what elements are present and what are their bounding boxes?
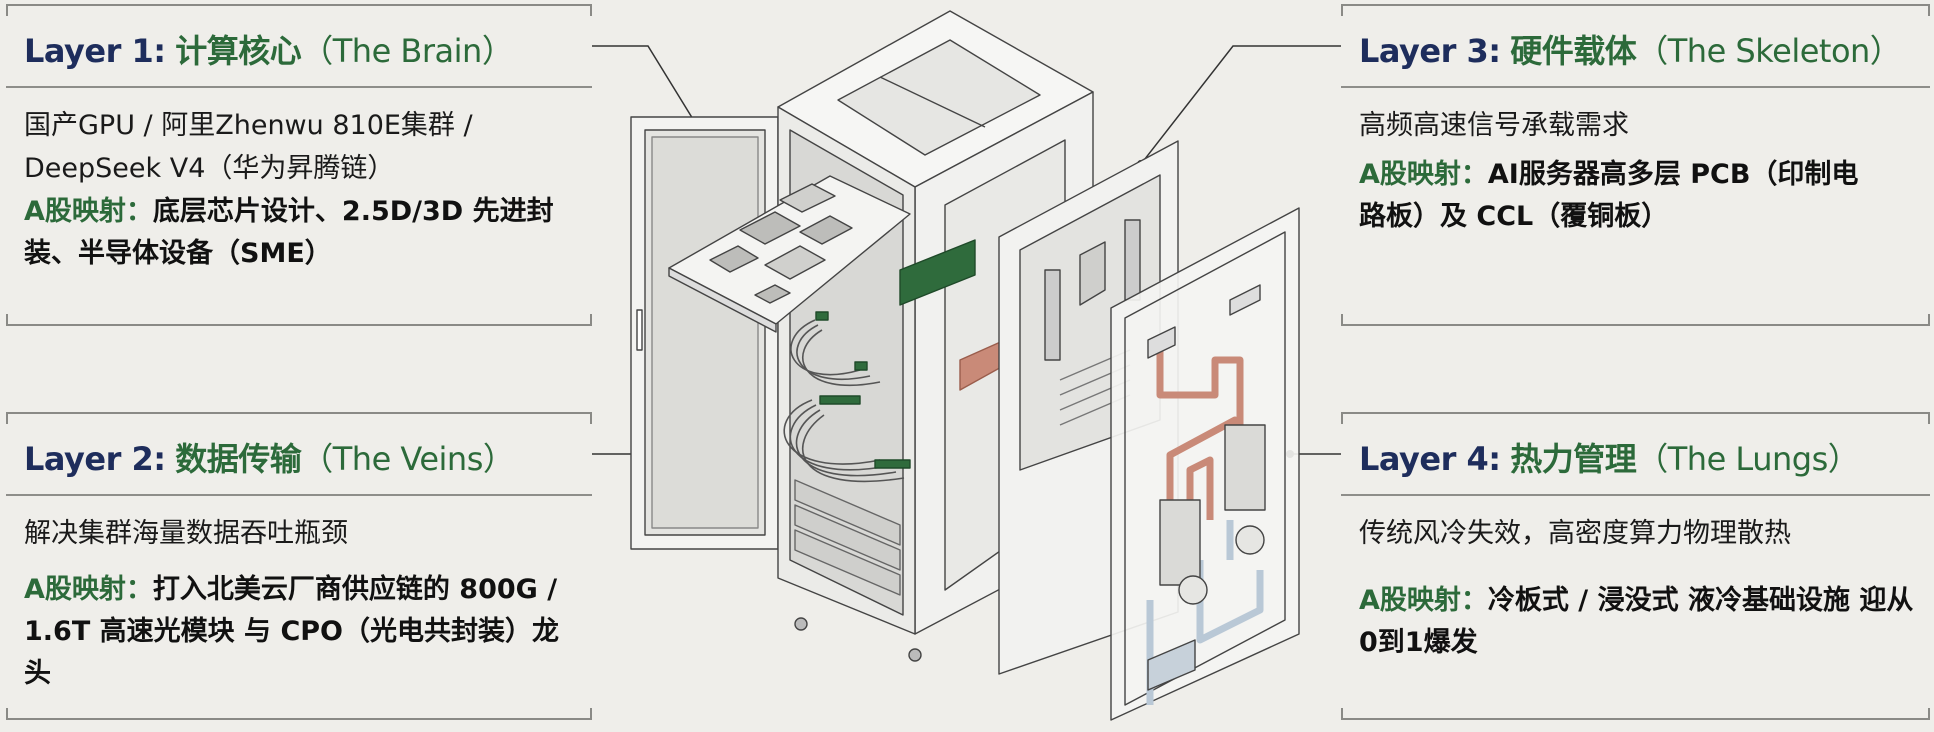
divider (6, 86, 592, 88)
mapping-label: A股映射： (24, 196, 153, 227)
panel-border-top (1341, 4, 1930, 16)
panel-border-bottom (6, 708, 592, 720)
layer-title: Layer 1: 计算核心（The Brain） (24, 26, 514, 72)
layer-title: Layer 4: 热力管理（The Lungs） (1359, 434, 1860, 480)
panel-border-bottom (1341, 314, 1930, 326)
leader-line-layer3 (1140, 45, 1341, 165)
layer-description: 传统风冷失效，高密度算力物理散热 (1359, 518, 1791, 549)
layer-name-cn: 数据传输 (175, 440, 302, 478)
layer-1-panel: Layer 1: 计算核心（The Brain） 国产GPU / 阿里Zhenw… (6, 4, 592, 326)
layer-description: 解决集群海量数据吞吐瓶颈 (24, 518, 348, 549)
mapping-text: 底层芯片设计、2.5D/3D 先进封装、半导体设备（SME） (24, 196, 554, 269)
layer-name-en: （The Veins） (301, 440, 515, 478)
panel-border-top (1341, 412, 1930, 424)
layer-name-en: （The Lungs） (1636, 440, 1860, 478)
panel-border-top (6, 4, 592, 16)
divider (1341, 494, 1930, 496)
layer-number: Layer 3: (1359, 32, 1501, 70)
layer-name-cn: 热力管理 (1510, 440, 1637, 478)
mapping-label: A股映射： (1359, 585, 1488, 616)
layer-name-cn: 计算核心 (175, 32, 302, 70)
mapping-text: AI服务器高多层 PCB（印制电路板）及 CCL（覆铜板） (1359, 159, 1859, 232)
mapping-label: A股映射： (24, 574, 153, 605)
optical-cables (783, 319, 905, 483)
panel-border-top (6, 412, 592, 424)
liquid-cooling-frame (1110, 207, 1300, 721)
layer-name-cn: 硬件载体 (1510, 32, 1637, 70)
gpu-board (668, 175, 911, 333)
layer-number: Layer 1: (24, 32, 166, 70)
cabinet-door (630, 116, 779, 550)
layer-title: Layer 2: 数据传输（The Veins） (24, 434, 515, 480)
layer-title: Layer 3: 硬件载体（The Skeleton） (1359, 26, 1902, 72)
divider (6, 494, 592, 496)
layer-name-en: （The Skeleton） (1636, 32, 1902, 70)
a-share-mapping: A股映射：冷板式 / 浸没式 液冷基础设施 迎从0到1爆发 (1359, 580, 1919, 664)
a-share-mapping: A股映射：打入北美云厂商供应链的 800G / 1.6T 高速光模块 与 CPO… (24, 569, 584, 695)
divider (1341, 86, 1930, 88)
layer-2-panel: Layer 2: 数据传输（The Veins） 解决集群海量数据吞吐瓶颈 A股… (6, 412, 592, 720)
layer-4-panel: Layer 4: 热力管理（The Lungs） 传统风冷失效，高密度算力物理散… (1341, 412, 1930, 720)
mapping-text: 打入北美云厂商供应链的 800G / 1.6T 高速光模块 与 CPO（光电共封… (24, 574, 560, 689)
a-share-mapping: A股映射：AI服务器高多层 PCB（印制电路板）及 CCL（覆铜板） (1359, 154, 1879, 238)
mapping-text: 冷板式 / 浸没式 液冷基础设施 迎从0到1爆发 (1359, 585, 1914, 658)
layer-description: 高频高速信号承载需求 (1359, 110, 1629, 141)
mapping-label: A股映射： (1359, 159, 1488, 190)
layer-name-en: （The Brain） (301, 32, 514, 70)
layer-number: Layer 4: (1359, 440, 1501, 478)
layer-number: Layer 2: (24, 440, 166, 478)
panel-border-bottom (1341, 708, 1930, 720)
layer-description: 国产GPU / 阿里Zhenwu 810E集群 / DeepSeek V4（华为… (24, 110, 473, 184)
layer-3-panel: Layer 3: 硬件载体（The Skeleton） 高频高速信号承载需求 A… (1341, 4, 1930, 326)
a-share-mapping: A股映射：底层芯片设计、2.5D/3D 先进封装、半导体设备（SME） (24, 191, 584, 275)
panel-border-bottom (6, 314, 592, 326)
